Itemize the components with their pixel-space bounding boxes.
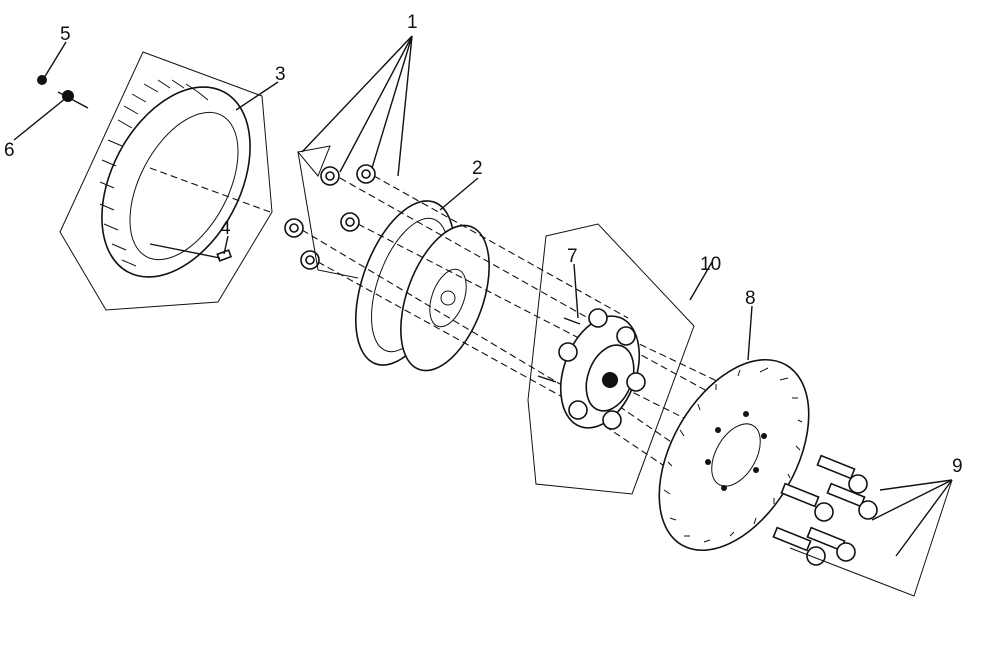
valve-cap [37, 75, 89, 109]
disc-bolts [772, 454, 953, 597]
leader-lines [13, 35, 953, 557]
brake-disc [658, 358, 810, 552]
callout-4: 4 [220, 218, 231, 239]
callout-7: 7 [567, 246, 578, 267]
lug-nuts [284, 145, 376, 279]
callout-8: 8 [745, 288, 756, 309]
rim [354, 200, 490, 372]
valve-stem [149, 243, 233, 262]
callout-5: 5 [60, 24, 71, 45]
callout-3: 3 [275, 64, 286, 85]
callout-2: 2 [472, 158, 483, 179]
callout-1: 1 [407, 12, 418, 33]
tire-tread [99, 79, 209, 267]
tire-outer [101, 86, 251, 278]
callout-9: 9 [952, 456, 963, 477]
tire-inner [129, 111, 239, 261]
tire-outline-box [59, 51, 273, 311]
hub-outline-box [527, 223, 695, 495]
disc-vent-slots [663, 367, 803, 543]
callout-labels: 1 2 3 4 5 6 7 10 8 9 [4, 12, 963, 477]
callout-10: 10 [700, 254, 721, 275]
callout-6: 6 [4, 140, 15, 161]
tire-assembly [37, 51, 273, 311]
hub-assembly [527, 223, 695, 495]
